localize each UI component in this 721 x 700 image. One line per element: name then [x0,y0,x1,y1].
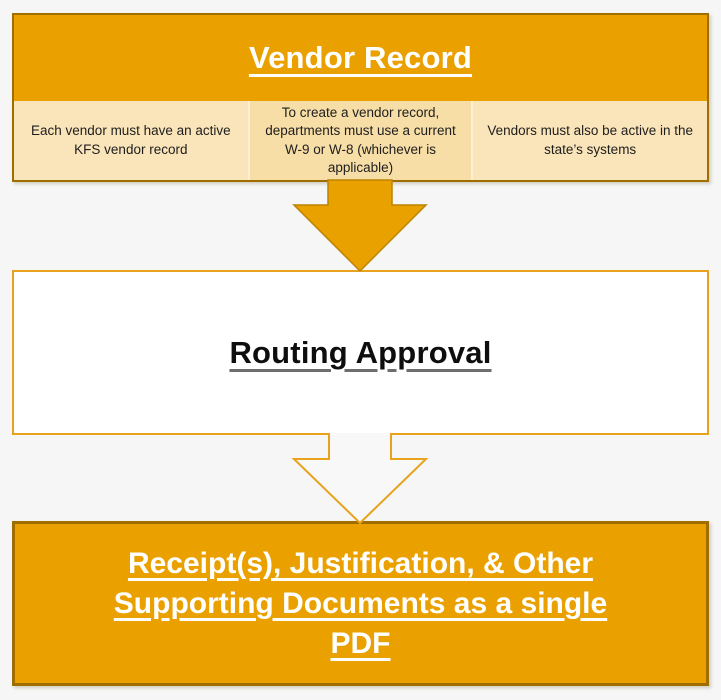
vendor-record-cell-state: Vendors must also be active in the state… [473,101,708,180]
supporting-documents-title-line-2: Supporting Documents as a single [113,586,608,620]
vendor-record-title: Vendor Record [248,40,473,76]
down-arrow-outline-icon [291,433,429,525]
routing-approval-title: Routing Approval [229,334,492,370]
vendor-record-cell-state-text: Vendors must also be active in the state… [487,123,693,157]
vendor-record-step: Vendor Record Each vendor must have an a… [12,13,709,182]
down-arrow-solid-icon [292,179,428,273]
vendor-record-detail-band: Each vendor must have an active KFS vend… [14,101,708,180]
supporting-documents-step: Receipt(s), Justification, & Other Suppo… [12,521,709,686]
routing-approval-step: Routing Approval [12,270,709,435]
vendor-record-cell-w9-text: To create a vendor record, departments m… [265,105,456,175]
vendor-record-header: Vendor Record [14,15,707,101]
supporting-documents-title-line-1: Receipt(s), Justification, & Other [127,546,594,580]
vendor-record-cell-kfs-text: Each vendor must have an active KFS vend… [31,123,231,157]
supporting-documents-title-line-3: PDF [330,626,391,660]
vendor-record-cell-w9: To create a vendor record, departments m… [247,101,474,180]
vendor-record-cell-kfs: Each vendor must have an active KFS vend… [14,101,248,180]
